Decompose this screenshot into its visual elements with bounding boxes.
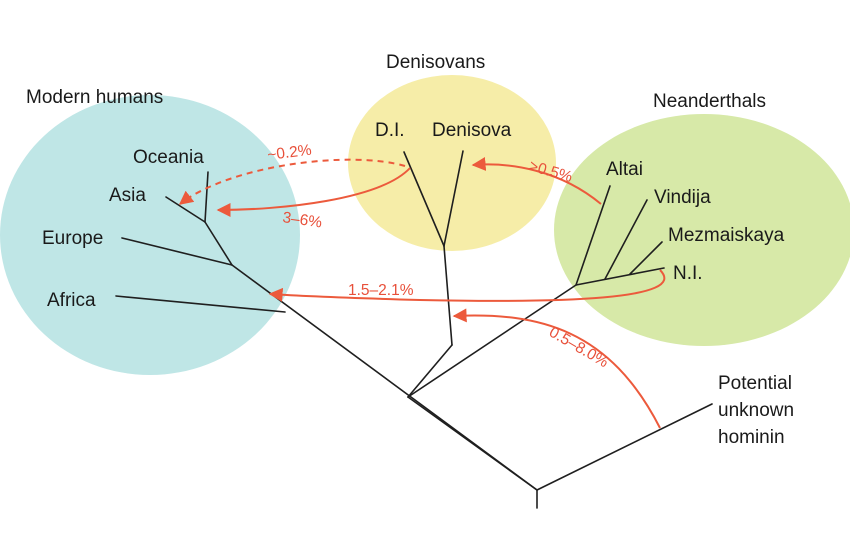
neanderthals-region bbox=[554, 114, 850, 346]
modern-humans-label: Modern humans bbox=[26, 87, 163, 108]
den-to-oceania-label: ~0.2% bbox=[266, 142, 312, 164]
den-to-asia-label: 3–6% bbox=[281, 209, 323, 231]
nea-to-den-arrow bbox=[471, 157, 602, 205]
leaf-mezmaiskaya: Mezmaiskaya bbox=[668, 225, 785, 246]
leaf-unknown-line3: hominin bbox=[718, 427, 785, 448]
denisovan-stem bbox=[443, 245, 453, 346]
denisovans-label: Denisovans bbox=[386, 52, 485, 73]
unknown-to-den-arrow bbox=[452, 308, 661, 429]
root-to-modern bbox=[231, 264, 538, 491]
leaf-africa: Africa bbox=[47, 290, 96, 311]
denisovans-region bbox=[348, 75, 556, 251]
leaf-di: D.I. bbox=[375, 120, 405, 141]
leaf-oceania: Oceania bbox=[133, 147, 204, 168]
leaf-asia: Asia bbox=[109, 185, 146, 206]
asia-branch bbox=[165, 196, 206, 223]
leaf-vindija: Vindija bbox=[654, 187, 711, 208]
leaf-europe: Europe bbox=[42, 228, 103, 249]
den-to-asia-arrow bbox=[216, 167, 411, 217]
oceania-branch bbox=[204, 171, 209, 223]
di-branch bbox=[403, 151, 445, 247]
archaic-to-neanderthal bbox=[407, 284, 577, 398]
altai-branch bbox=[575, 185, 611, 286]
archaic-to-denisovan bbox=[407, 344, 453, 398]
leaf-unknown-line2: unknown bbox=[718, 400, 794, 421]
nea-to-africa-arrow bbox=[268, 269, 666, 302]
unknown-to-den-label: 0.5–8.0% bbox=[546, 324, 611, 372]
modern-upper bbox=[204, 221, 233, 266]
neanderthals-label: Neanderthals bbox=[653, 91, 766, 112]
leaf-unknown-line1: Potential bbox=[718, 373, 792, 394]
modern-humans-region bbox=[0, 95, 300, 375]
nea-to-africa-label: 1.5–2.1% bbox=[348, 282, 414, 299]
neanderthal-main bbox=[575, 267, 665, 286]
leaf-altai: Altai bbox=[606, 159, 643, 180]
mezmaiskaya-branch bbox=[629, 241, 663, 275]
gene-flow-arrows bbox=[178, 157, 666, 429]
africa-branch bbox=[115, 295, 286, 313]
den-to-oceania-arrow bbox=[178, 158, 406, 205]
leaf-ni: N.I. bbox=[673, 263, 703, 284]
denisova-branch bbox=[443, 150, 464, 247]
europe-branch bbox=[121, 237, 233, 266]
vindija-branch bbox=[604, 199, 648, 280]
root-to-unknown bbox=[536, 403, 713, 491]
leaf-denisova: Denisova bbox=[432, 120, 512, 141]
tree-branches bbox=[115, 150, 713, 509]
